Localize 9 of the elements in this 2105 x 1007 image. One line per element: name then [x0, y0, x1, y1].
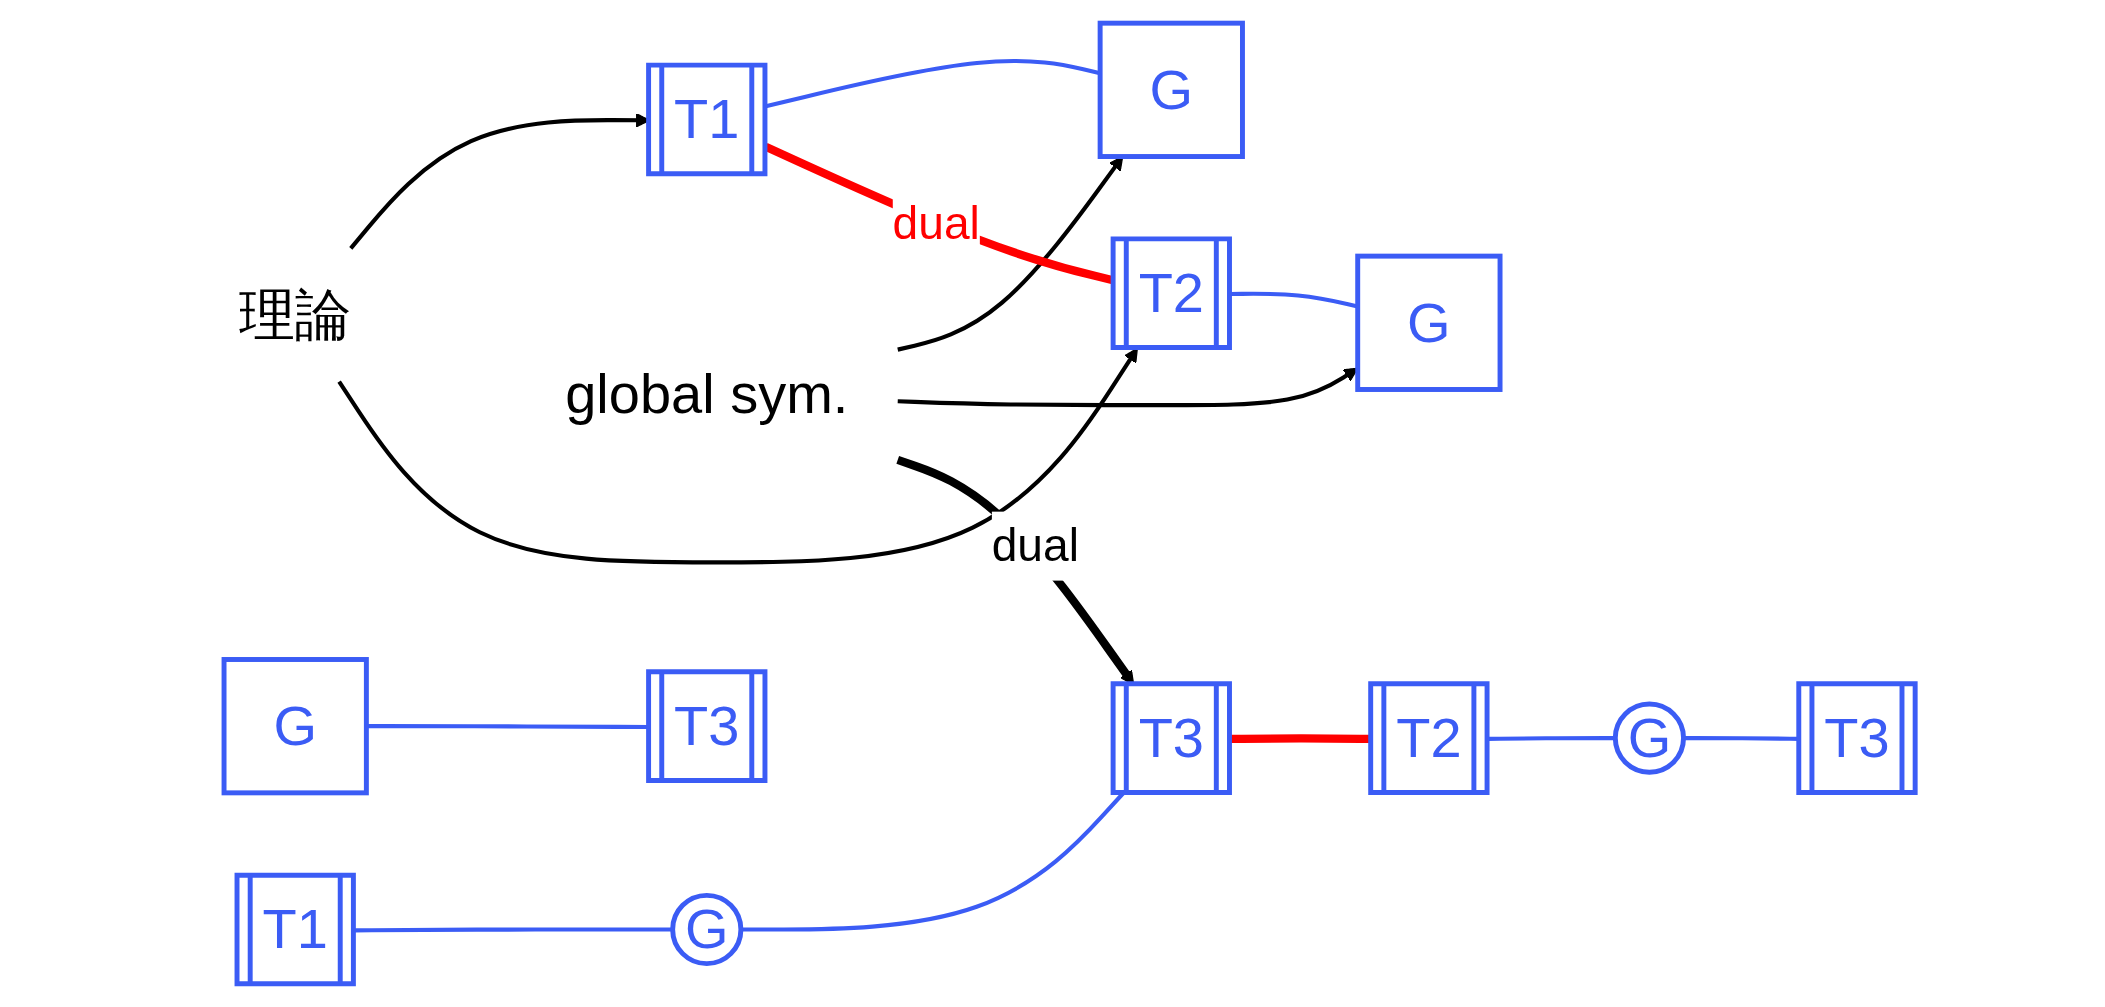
node-circle: G	[670, 892, 744, 967]
node-box: G	[221, 657, 369, 796]
node-text: global sym.	[565, 361, 849, 425]
node-circle: G	[1612, 701, 1686, 775]
node-box: G	[1355, 253, 1503, 392]
node-box: G	[1097, 20, 1245, 159]
edge-label: dual	[892, 197, 980, 250]
node-text: 理論	[239, 282, 352, 346]
edge-label: dual	[991, 519, 1079, 571]
